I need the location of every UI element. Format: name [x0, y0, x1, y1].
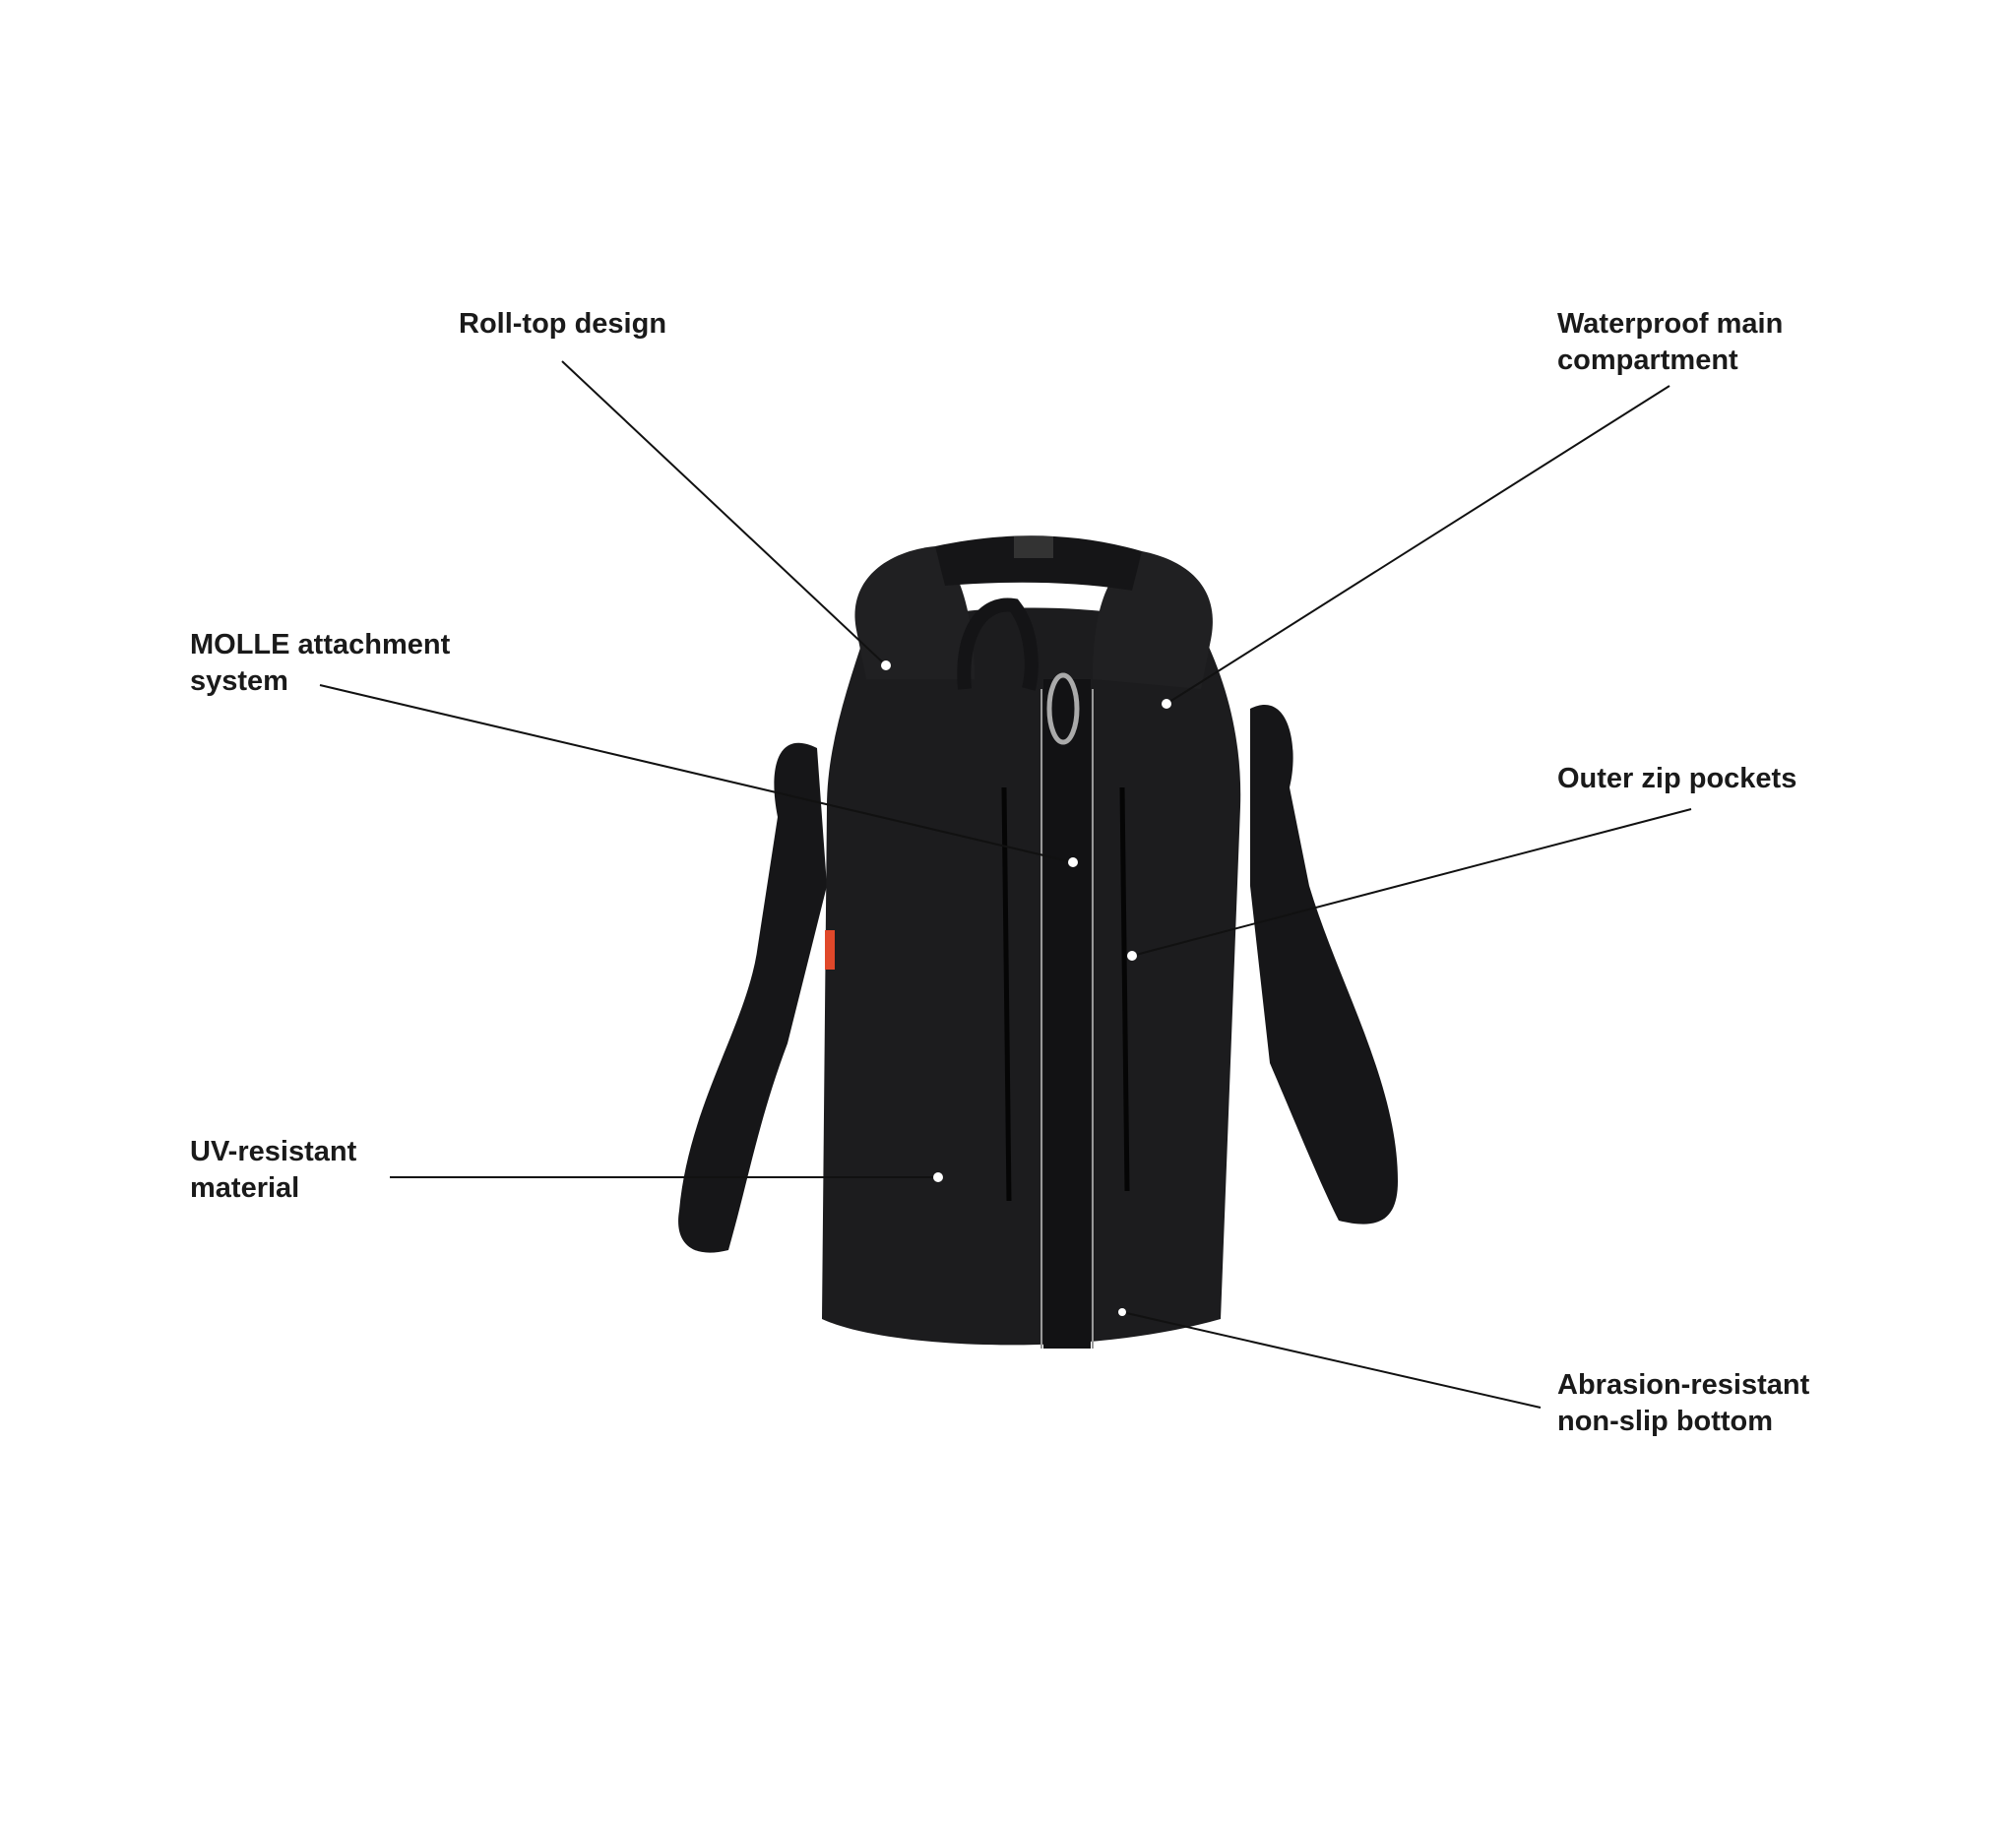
dot-roll-top	[881, 660, 891, 670]
callout-dots	[881, 660, 1171, 1316]
dot-bottom	[1118, 1308, 1126, 1316]
callout-bottom: Abrasion-resistant non-slip bottom	[1557, 1369, 1810, 1437]
leader-waterproof	[1166, 385, 1670, 705]
brand-tag	[825, 930, 835, 970]
callout-roll-top: Roll-top design	[459, 308, 667, 340]
dot-uv	[933, 1172, 943, 1182]
callout-molle: MOLLE attachment system	[190, 629, 451, 697]
carabiner-icon	[1046, 672, 1080, 745]
molle-strip	[1043, 679, 1091, 1349]
leader-molle	[319, 684, 1074, 863]
buckle-icon	[1014, 536, 1053, 558]
callout-uv: UV-resistant material	[190, 1136, 357, 1204]
leader-roll-top	[561, 360, 887, 666]
leader-bottom	[1121, 1311, 1542, 1409]
leader-zip-pockets	[1131, 808, 1692, 957]
callout-zip-pockets: Outer zip pockets	[1557, 763, 1797, 794]
backpack	[678, 535, 1398, 1349]
dot-zip-pockets	[1127, 951, 1137, 961]
leader-lines	[319, 360, 1692, 1409]
dot-waterproof	[1162, 699, 1171, 709]
callout-waterproof: Waterproof main compartment	[1557, 308, 1784, 376]
dot-molle	[1068, 857, 1078, 867]
